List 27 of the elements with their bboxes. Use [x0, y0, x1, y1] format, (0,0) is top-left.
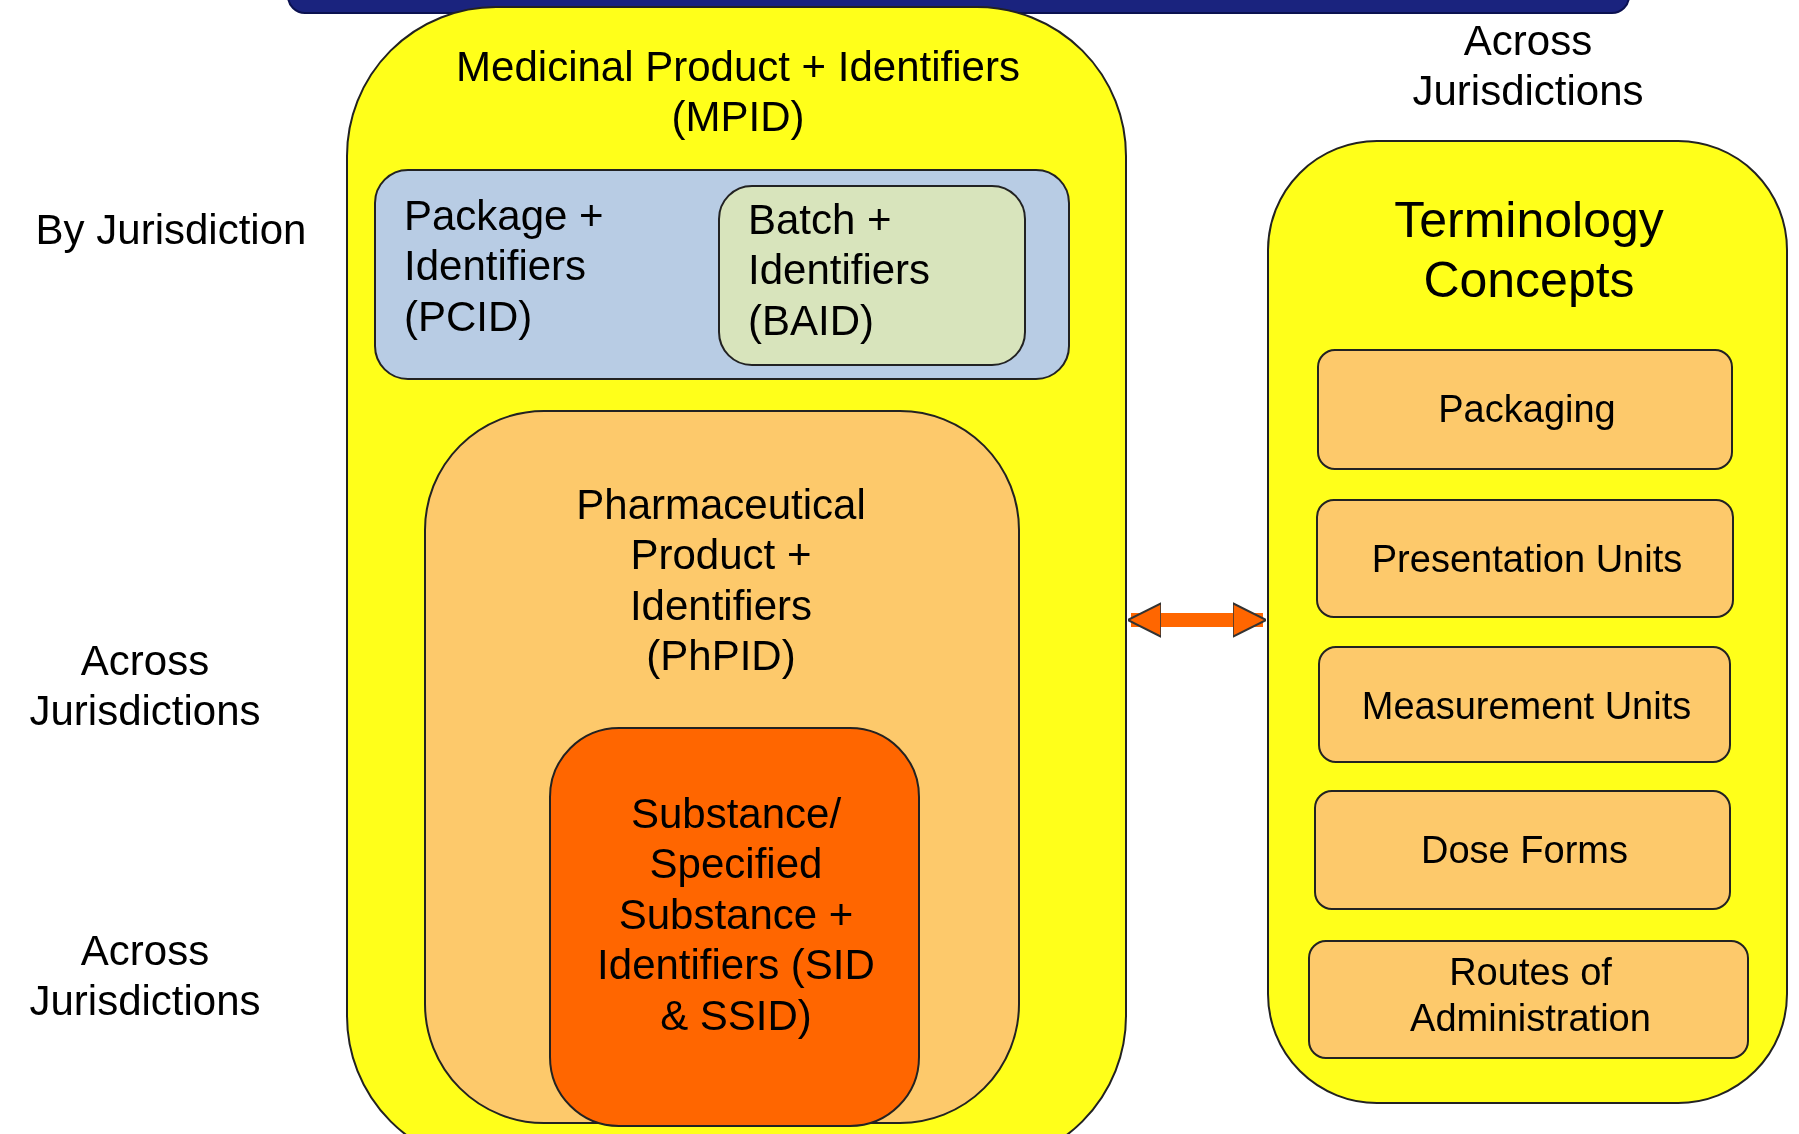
side-label: By Jurisdiction [34, 205, 308, 255]
box-title: Medicinal Product + Identifiers (MPID) [455, 42, 1021, 143]
side-label: Across Jurisdictions [28, 636, 262, 737]
box-title: Batch + Identifiers (BAID) [748, 195, 932, 346]
rounded-box [1314, 790, 1731, 910]
rounded-box [718, 185, 1026, 366]
box-title: Substance/ Specified Substance + Identifiers (SID & SSID) [596, 789, 876, 1041]
box-title: Packaging [1437, 387, 1617, 432]
rounded-box [1318, 646, 1731, 763]
side-label: Across Jurisdictions [28, 926, 262, 1027]
box-title: Package + Identifiers (PCID) [404, 191, 605, 342]
box-title: Presentation Units [1370, 537, 1684, 582]
box-title: Dose Forms [1420, 828, 1629, 873]
box-title: Routes of Administration [1409, 950, 1652, 1041]
rounded-box [1267, 140, 1788, 1104]
rounded-box [1317, 349, 1733, 470]
rounded-box [1316, 499, 1734, 618]
rounded-box [424, 410, 1020, 1124]
box-title: Pharmaceutical Product + Identifiers (PhPID) [575, 480, 867, 682]
rounded-box [346, 6, 1127, 1134]
rounded-box [549, 727, 920, 1127]
rounded-box [374, 169, 1070, 380]
side-label: Across Jurisdictions [1411, 16, 1645, 117]
double-arrow [1126, 602, 1268, 638]
box-title: Measurement Units [1360, 684, 1693, 729]
box-title: Terminology Concepts [1393, 191, 1665, 310]
rounded-box [1308, 940, 1749, 1059]
